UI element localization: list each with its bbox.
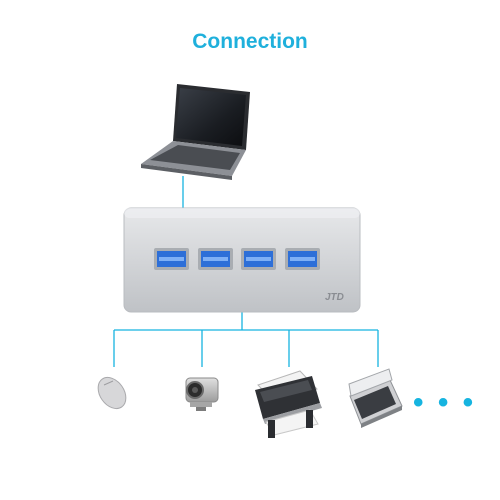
usb-port-4	[285, 248, 320, 270]
laptop-icon	[141, 84, 250, 180]
scanner-icon	[348, 368, 403, 428]
usb-hub-icon: JTD	[123, 207, 361, 313]
mouse-icon	[97, 376, 127, 410]
more-devices-indicator: • • •	[413, 386, 477, 419]
webcam-icon	[185, 377, 219, 411]
diagram-title: Connection	[192, 30, 308, 53]
usb-port-2	[198, 248, 233, 270]
printer-icon	[255, 370, 322, 438]
usb-port-1	[154, 248, 189, 270]
usb-port-3	[241, 248, 276, 270]
hub-brand-logo: JTD	[325, 292, 344, 303]
